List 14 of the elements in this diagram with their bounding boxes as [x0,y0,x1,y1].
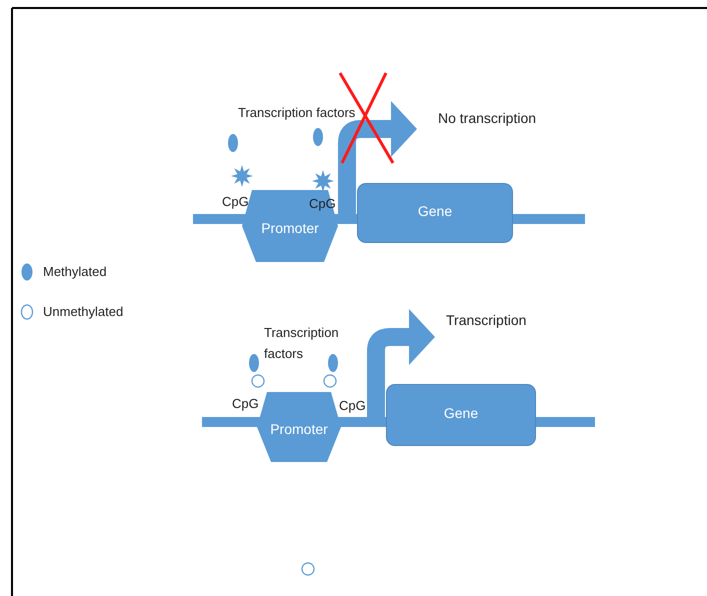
promoter-label: Promoter [269,421,329,437]
gene-box [386,384,536,446]
gene-box [357,183,513,243]
legend-label: Methylated [43,264,107,280]
site-label: CpG [222,194,249,210]
legend-label: Unmethylated [43,304,124,320]
annotation-text: Transcription factors [238,105,356,121]
site-label: CpG [232,396,259,412]
gene-label: Gene [442,405,480,421]
gene-label: Gene [416,203,454,219]
annotation-text: Transcription [446,312,526,328]
promoter-label: Promoter [260,220,320,236]
annotation-text: No transcription [438,110,536,126]
site-label: CpG [339,398,366,414]
